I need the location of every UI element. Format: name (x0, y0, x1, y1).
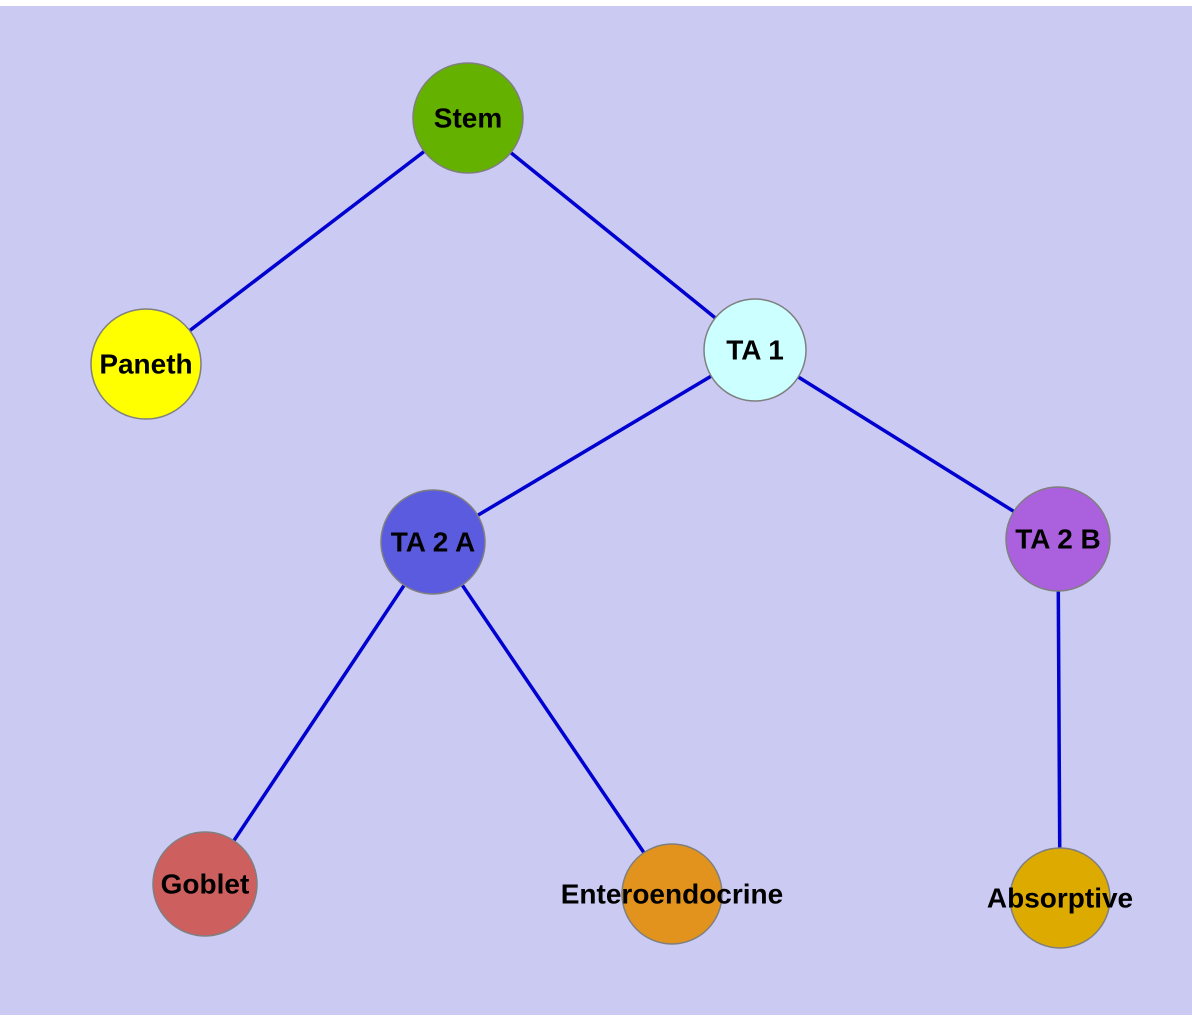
edge-stem-paneth (144, 116, 470, 366)
node-circle-paneth (90, 308, 202, 420)
node-circle-ta2b (1005, 486, 1111, 592)
edge-stem-ta1 (466, 116, 757, 352)
edge-ta2b-absorptive (1056, 538, 1062, 899)
node-circle-enteroendocrine (621, 843, 723, 945)
edge-ta1-ta2b (754, 348, 1059, 541)
node-circle-absorptive (1009, 847, 1111, 949)
node-circle-ta1 (703, 298, 807, 402)
node-ta2a: TA 2 A (380, 489, 486, 595)
node-ta2b: TA 2 B (1005, 486, 1111, 592)
node-paneth: Paneth (90, 308, 202, 420)
node-stem: Stem (412, 62, 524, 174)
edge-ta2a-goblet (203, 541, 435, 885)
node-circle-stem (412, 62, 524, 174)
edge-ta1-ta2a (432, 348, 756, 544)
node-circle-goblet (152, 831, 258, 937)
edges-layer (144, 116, 1062, 899)
edge-ta2a-enteroendocrine (431, 541, 674, 895)
node-ta1: TA 1 (703, 298, 807, 402)
node-circle-ta2a (380, 489, 486, 595)
node-goblet: Goblet (152, 831, 258, 937)
